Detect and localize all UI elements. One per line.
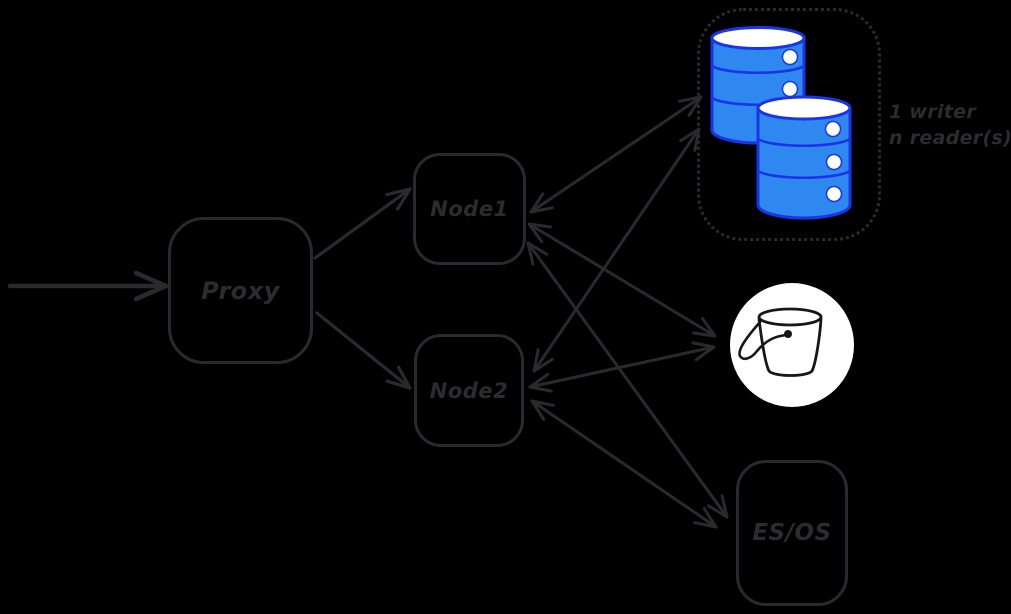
bucket-icon — [730, 283, 854, 407]
arrowhead — [528, 372, 553, 393]
arrowhead — [385, 187, 412, 211]
proxy-label: Proxy — [201, 276, 280, 305]
arrowhead — [706, 494, 729, 519]
arrowhead — [530, 399, 555, 421]
annotation-line2: n reader(s) — [889, 127, 1011, 149]
connector-node2-to-esos — [530, 399, 718, 529]
arrowhead — [532, 348, 554, 373]
arrowhead — [526, 241, 549, 266]
esos-node: ES/OS — [736, 460, 848, 606]
db-cluster-annotation: 1 writer n reader(s) — [889, 99, 1011, 151]
node2-label: Node2 — [429, 378, 509, 403]
bucket-handle — [738, 320, 788, 361]
arrowhead — [692, 316, 717, 338]
arrowhead — [527, 222, 552, 244]
connector-inbound-request — [7, 270, 169, 302]
annotation-line1: 1 writer — [889, 101, 977, 123]
db-indicator-dot — [825, 185, 843, 203]
connector-node2-to-bucket — [528, 341, 716, 393]
arrowhead — [678, 95, 703, 117]
proxy-node: Proxy — [168, 217, 313, 364]
node2-node: Node2 — [414, 334, 524, 447]
node1-node: Node1 — [413, 153, 526, 265]
connector-node1-to-db — [529, 95, 703, 214]
arrowhead — [133, 270, 169, 302]
connector-proxy-to-node2 — [315, 311, 412, 390]
arrowhead — [693, 507, 718, 529]
bucket-handle-pivot — [784, 330, 792, 338]
bucket-body — [757, 317, 823, 377]
db-indicator-dot — [781, 80, 799, 98]
database-cylinders-icon — [710, 26, 852, 220]
db-indicator-dot — [824, 120, 842, 138]
db-cluster-box — [697, 8, 881, 241]
esos-label: ES/OS — [752, 520, 832, 546]
connector-node1-to-bucket — [527, 222, 717, 338]
database-cylinder-front — [756, 95, 852, 220]
db-indicator-dot — [825, 153, 843, 171]
arrowhead — [385, 365, 412, 390]
node1-label: Node1 — [430, 197, 509, 221]
connector-node1-to-esos — [526, 241, 729, 519]
arrowhead — [691, 341, 716, 362]
arrowhead — [529, 192, 554, 214]
db-indicator-dot — [781, 48, 799, 66]
connector-proxy-to-node1 — [313, 187, 412, 260]
